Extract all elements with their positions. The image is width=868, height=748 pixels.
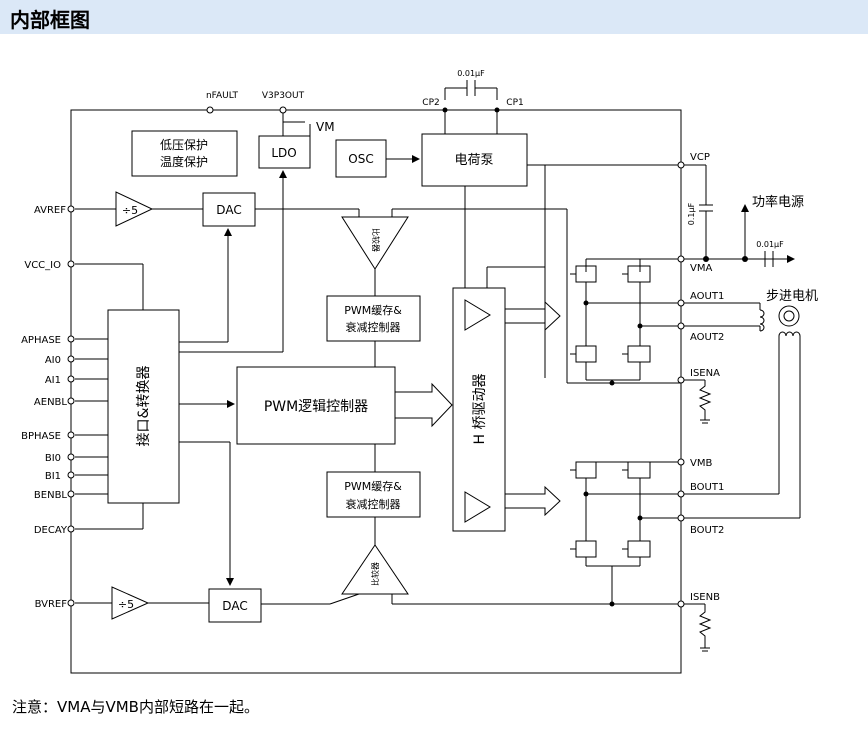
ldo-label: LDO [271,146,296,160]
pwm-buffer-b-line1: PWM缓存& [344,479,402,493]
vm-label: VM [316,120,335,134]
pin-benbl: BENBL [34,490,68,501]
dac-a-label: DAC [216,203,241,217]
cap-vm-label: 0.01μF [756,240,784,249]
pin-aout2: AOUT2 [690,332,724,343]
protect-line1: 低压保护 [160,138,208,152]
pin-ai1: AI1 [45,375,61,386]
protect-box [131,130,238,177]
protect-line2: 温度保护 [160,154,208,169]
pin-vcc-io: VCC_IO [24,260,61,271]
pin-isenb: ISENB [690,592,720,603]
pwm-buffer-a-line2: 衰减控制器 [346,320,401,334]
pin-aenbl: AENBL [34,397,68,408]
h-bridge-box [452,287,506,532]
h-bridge-label: H 桥驱动器 [472,374,488,445]
pin-ai0: AI0 [45,355,61,366]
pin-bi0: BI0 [45,453,61,464]
pin-vma: VMA [690,263,712,274]
interface-label: 接口&转换器 [135,366,152,447]
pin-decay: DECAY [34,525,68,536]
motor-label: 步进电机 [766,289,818,304]
comparator-b-label: 比较器 [370,562,380,586]
pin-avref: AVREF [34,205,66,216]
pwm-buffer-a-line1: PWM缓存& [344,303,402,317]
cap-vcp-label: 0.1μF [687,202,696,225]
div5-a-label: ÷5 [122,204,138,217]
pin-cp1: CP1 [506,98,523,108]
pin-bvref: BVREF [35,599,68,610]
pin-v3p3out: V3P3OUT [262,91,305,101]
chip-outline [70,109,682,674]
pin-cp2: CP2 [422,98,439,108]
pin-bi1: BI1 [45,471,61,482]
pin-isena: ISENA [690,368,720,379]
pin-aphase: APHASE [21,335,61,346]
pin-vmb: VMB [690,458,712,469]
footnote: 注意：VMA与VMB内部短路在一起。 [12,698,259,716]
power-label: 功率电源 [752,194,804,210]
motor-rotor [778,305,800,327]
header-bar: 内部框图 [0,0,868,34]
div5-b-label: ÷5 [118,598,134,611]
pin-nfault: nFAULT [206,91,239,101]
pin-vcp: VCP [690,152,710,163]
dac-b-label: DAC [222,599,247,613]
pin-aout1: AOUT1 [690,291,724,302]
pwm-buffer-b-line2: 衰减控制器 [346,497,401,511]
charge-pump-box [421,133,528,187]
charge-pump-label: 电荷泵 [454,153,493,168]
page-title: 内部框图 [10,8,90,32]
pin-bout2: BOUT2 [690,525,724,536]
pwm-buffer-a [326,295,421,342]
pin-bout1: BOUT1 [690,482,724,493]
comparator-b [341,544,409,595]
pin-bphase: BPHASE [21,431,61,442]
ldo-box [258,135,311,169]
comparator-a [341,216,409,270]
pwm-logic-label: PWM逻辑控制器 [264,399,368,415]
cap-cp-label: 0.01μF [457,69,485,78]
dac-b-box [208,588,262,623]
pwm-buffer-b [326,471,421,518]
comparator-a-label: 比较器 [371,228,381,252]
osc-label: OSC [348,152,373,166]
